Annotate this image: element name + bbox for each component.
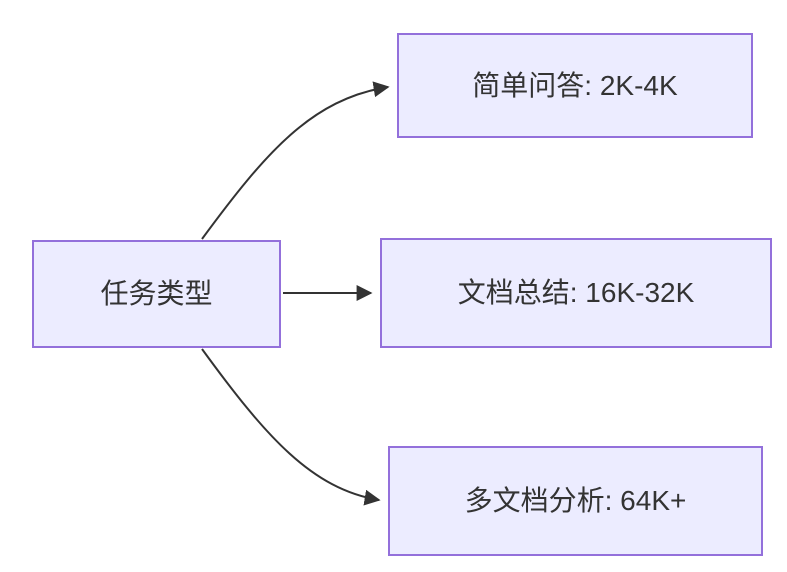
node-doc-summary: 文档总结: 16K-32K	[380, 238, 772, 348]
node-doc-summary-label: 文档总结: 16K-32K	[457, 277, 695, 309]
node-multi-doc: 多文档分析: 64K+	[388, 446, 763, 556]
edge-task-to-simple-qa	[201, 81, 390, 240]
node-simple-qa: 简单问答: 2K-4K	[397, 33, 753, 138]
node-simple-qa-label: 简单问答: 2K-4K	[472, 69, 678, 101]
node-task-type-label: 任务类型	[100, 278, 213, 310]
node-multi-doc-label: 多文档分析: 64K+	[464, 485, 687, 517]
node-task-type: 任务类型	[32, 240, 281, 348]
edge-task-to-multi-doc	[201, 348, 381, 506]
